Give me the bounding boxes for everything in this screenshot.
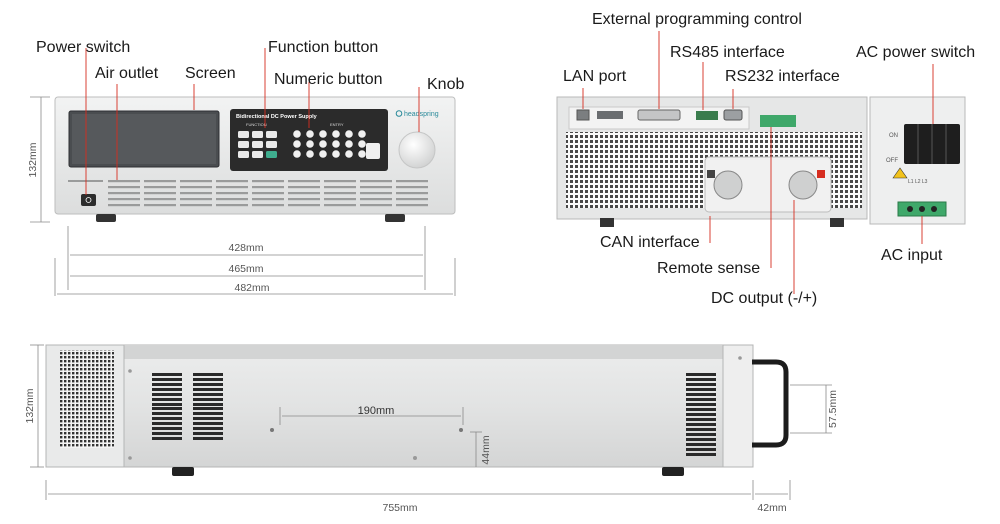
side-dimensions [30,344,832,500]
label-air-outlet: Air outlet [95,65,159,82]
function-key[interactable] [238,141,249,148]
numeric-key[interactable] [332,140,340,148]
side-vents [152,373,716,456]
air-outlet [68,180,428,207]
function-key[interactable] [238,151,249,158]
label-external-programming: External programming control [592,11,802,28]
dim-front-428: 428mm [228,242,263,254]
numeric-key[interactable] [306,130,314,138]
dim-handle-depth: 42mm [757,502,786,514]
side-rear-mesh [60,350,114,448]
foot-right [385,214,405,222]
numeric-key[interactable] [319,140,327,148]
dim-side-depth: 755mm [382,502,417,514]
front-dimensions [30,96,456,296]
remote-sense-terminal[interactable] [760,115,796,127]
dim-front-height: 132mm [27,142,39,177]
numeric-key[interactable] [345,140,353,148]
label-screen: Screen [185,65,236,82]
numeric-buttons[interactable] [293,130,380,159]
numeric-key[interactable] [332,130,340,138]
foot-left [96,214,116,222]
side-view [45,344,789,476]
numeric-key[interactable] [293,130,301,138]
numeric-key[interactable] [319,130,327,138]
ac-switch-on: ON [889,133,898,139]
dim-handle-height: 57.5mm [827,390,839,428]
rs232-port[interactable] [723,109,743,121]
front-leaders [85,48,420,195]
label-lan-port: LAN port [563,68,627,85]
enter-key[interactable] [366,143,380,159]
front-panel-title: Bidirectional DC Power Supply [236,114,318,120]
usb-ports[interactable] [597,111,623,119]
ac-switch-off: OFF [886,158,898,164]
front-view: Bidirectional DC Power Supply FUNCTION E… [54,96,456,222]
label-can-interface: CAN interface [600,234,700,251]
numeric-key[interactable] [306,140,314,148]
dim-side-height: 132mm [24,388,36,423]
function-key[interactable] [266,141,277,148]
label-knob: Knob [427,76,465,93]
knob[interactable] [398,131,436,169]
phase-labels: L1 L2 L3 [908,179,928,185]
label-dc-output: DC output (-/+) [711,290,818,307]
numeric-key[interactable] [319,150,327,158]
label-ac-power-switch: AC power switch [856,44,976,61]
numeric-key[interactable] [358,130,366,138]
handle[interactable] [752,359,789,448]
entry-label: ENTRY [330,122,344,127]
label-rs232: RS232 interface [725,68,840,85]
external-programming-port[interactable] [637,109,681,121]
rear-view: ON OFF L1 L2 L3 [556,96,966,227]
dim-front-465: 465mm [228,263,263,275]
numeric-key[interactable] [358,150,366,158]
lan-port[interactable] [576,109,590,121]
label-ac-input: AC input [881,247,943,264]
function-key[interactable] [238,131,249,138]
function-key[interactable] [252,131,263,138]
numeric-key[interactable] [345,130,353,138]
rear-leaders [582,31,934,294]
numeric-key[interactable] [358,140,366,148]
label-remote-sense: Remote sense [657,260,761,277]
label-function-button: Function button [268,39,379,56]
brand-logo: headspring [404,111,439,118]
label-numeric-button: Numeric button [274,71,383,88]
dc-output-negative[interactable] [713,170,743,200]
function-key[interactable] [266,151,277,158]
numeric-key[interactable] [332,150,340,158]
rs485-port[interactable] [696,111,718,120]
side-front-panel [722,344,754,468]
numeric-key[interactable] [293,140,301,148]
dc-output-positive[interactable] [788,170,818,200]
dim-mount-spacing: 190mm [358,405,395,417]
numeric-key[interactable] [345,150,353,158]
side-body [120,344,754,468]
dim-mount-height: 44mm [480,435,492,464]
function-buttons[interactable] [238,131,277,158]
function-key[interactable] [252,151,263,158]
numeric-key[interactable] [306,150,314,158]
function-key[interactable] [252,141,263,148]
dim-front-482: 482mm [234,282,269,294]
function-key[interactable] [266,131,277,138]
numeric-key[interactable] [293,150,301,158]
label-power-switch: Power switch [36,39,131,56]
power-switch[interactable] [81,194,96,206]
function-label: FUNCTION [246,122,267,127]
label-rs485: RS485 interface [670,44,785,61]
